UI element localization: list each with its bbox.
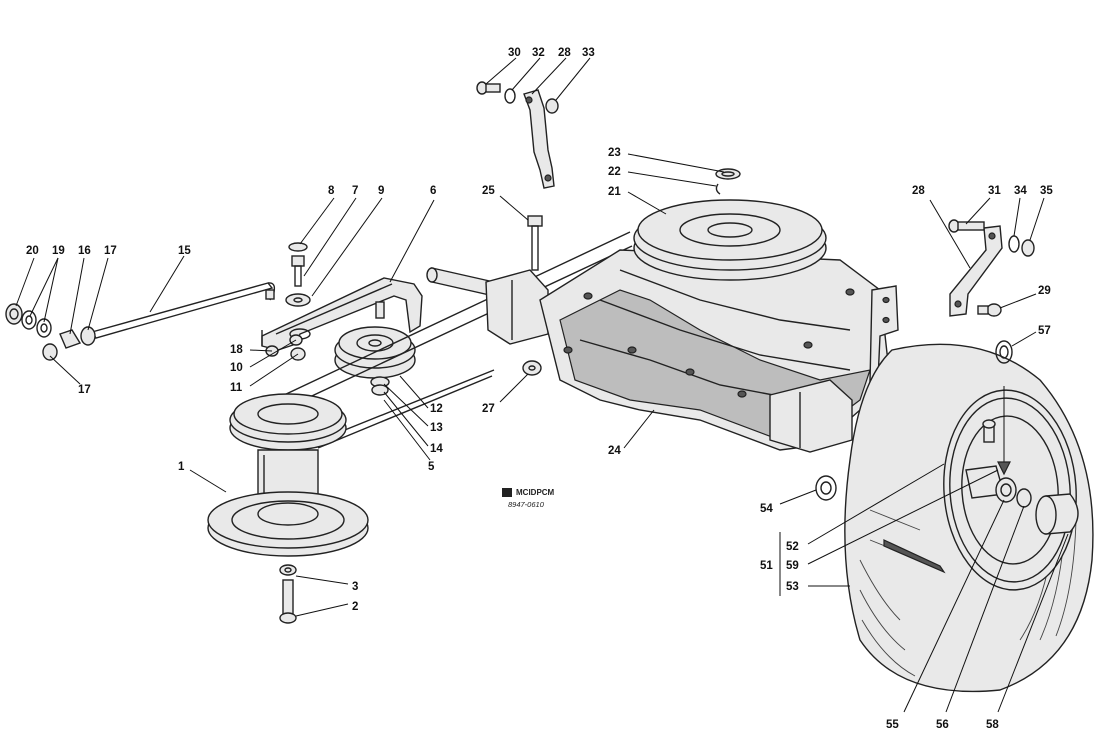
callout-55: 55: [886, 719, 899, 731]
callout-56: 56: [936, 719, 949, 731]
callout-52: 52: [786, 541, 799, 553]
drawing-code: 8947-0610: [508, 500, 545, 509]
idler-bracket-assembly: [261, 242, 423, 361]
callout-33: 33: [582, 47, 595, 59]
callout-51-group: 51: [760, 560, 773, 572]
engine-drive-pulley: [207, 393, 369, 624]
callout-34: 34: [1014, 185, 1027, 197]
callout-25: 25: [482, 185, 495, 197]
callout-3: 3: [352, 581, 358, 593]
manufacturer-logo: MCIDPCM 8947-0610: [502, 488, 555, 509]
callout-58: 58: [986, 719, 999, 731]
callout-10: 10: [230, 362, 243, 374]
callout-59: 59: [786, 560, 799, 572]
callout-53: 53: [786, 581, 799, 593]
callout-28-right: 28: [912, 185, 925, 197]
callout-21: 21: [608, 186, 621, 198]
callout-9: 9: [378, 185, 384, 197]
callout-20: 20: [26, 245, 39, 257]
callout-7: 7: [352, 185, 358, 197]
callout-23: 23: [608, 147, 621, 159]
callout-35: 35: [1040, 185, 1053, 197]
transaxle-input-pulley: [633, 168, 827, 281]
callout-54: 54: [760, 503, 773, 515]
callout-32: 32: [532, 47, 545, 59]
callout-11: 11: [230, 382, 243, 394]
idler-pulley: [334, 326, 416, 396]
callout-30: 30: [508, 47, 521, 59]
callout-29: 29: [1038, 285, 1051, 297]
transaxle-housing: [426, 215, 899, 453]
callout-16: 16: [78, 245, 91, 257]
callout-28-top: 28: [558, 47, 571, 59]
upper-bracket-left: [476, 81, 559, 189]
callout-24: 24: [608, 445, 621, 457]
control-rod-assembly: [5, 282, 276, 361]
callout-labels: 1 2 3 5 6 7 8 9 10 11 12 13 14 15 16 17 …: [26, 47, 1053, 731]
callout-31: 31: [988, 185, 1001, 197]
callout-18: 18: [230, 344, 243, 356]
callout-13: 13: [430, 422, 443, 434]
drive-belt: [247, 231, 633, 449]
logo-text: MCIDPCM: [516, 488, 555, 497]
upper-bracket-right: [948, 219, 1035, 317]
callout-5: 5: [428, 461, 435, 473]
callout-17-top: 17: [104, 245, 117, 257]
callout-57: 57: [1038, 325, 1051, 337]
callout-27: 27: [482, 403, 495, 415]
callout-17-bottom: 17: [78, 384, 91, 396]
callout-2: 2: [352, 601, 358, 613]
callout-8: 8: [328, 185, 335, 197]
callout-15: 15: [178, 245, 191, 257]
callout-14: 14: [430, 443, 443, 455]
callout-1: 1: [178, 461, 185, 473]
rear-wheel-assembly: [815, 340, 1094, 693]
callout-12: 12: [430, 403, 443, 415]
callout-22: 22: [608, 166, 621, 178]
leader-lines: [15, 57, 1069, 713]
callout-19: 19: [52, 245, 65, 257]
callout-6: 6: [430, 185, 436, 197]
